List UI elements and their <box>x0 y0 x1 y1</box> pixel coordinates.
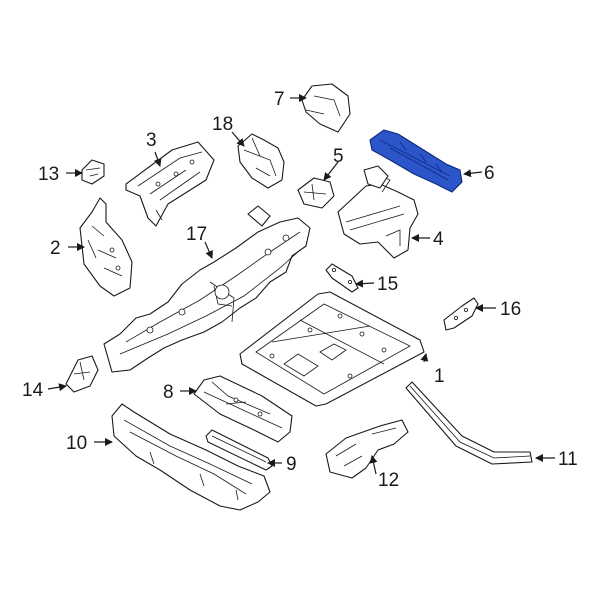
part-6-highlighted-member[interactable] <box>369 129 463 193</box>
callout-6: 6 <box>484 163 495 184</box>
leader-lines <box>47 94 555 475</box>
part-17-front-frame[interactable] <box>103 205 311 373</box>
part-11-tube[interactable] <box>405 381 533 465</box>
part-10-dash-panel[interactable] <box>111 403 271 511</box>
callout-9: 9 <box>286 454 297 475</box>
callout-8: 8 <box>163 382 174 403</box>
callout-1: 1 <box>434 366 445 387</box>
part-15-strap[interactable] <box>325 263 359 293</box>
callout-13: 13 <box>38 164 59 185</box>
callout-3: 3 <box>146 130 157 151</box>
callout-18: 18 <box>212 114 233 135</box>
part-16-bracket[interactable] <box>443 297 479 331</box>
callout-7: 7 <box>274 89 285 110</box>
part-7-bracket[interactable] <box>301 83 351 133</box>
callout-12: 12 <box>378 470 399 491</box>
part-14-bracket[interactable] <box>65 355 99 393</box>
callout-10: 10 <box>66 433 87 454</box>
callout-4: 4 <box>433 229 444 250</box>
part-3-side-member[interactable] <box>125 141 215 227</box>
callout-15: 15 <box>377 274 398 295</box>
part-2-panel[interactable] <box>79 197 133 297</box>
callout-14: 14 <box>22 380 44 401</box>
part-5-bracket[interactable] <box>297 177 335 209</box>
callout-11: 11 <box>558 449 578 470</box>
part-4-rear-member[interactable] <box>337 165 419 259</box>
part-12-bracket[interactable] <box>325 419 409 479</box>
callout-17: 17 <box>186 224 207 245</box>
callout-labels: 1 2 3 4 5 6 7 8 9 10 11 12 13 14 15 16 1… <box>22 89 578 491</box>
callout-5: 5 <box>333 146 344 167</box>
part-8-crossmember[interactable] <box>193 375 293 443</box>
callout-16: 16 <box>500 299 521 320</box>
part-18-bracket[interactable] <box>237 133 285 189</box>
part-1-floor-panel[interactable] <box>239 291 425 407</box>
callout-2: 2 <box>50 238 61 259</box>
part-13-bracket[interactable] <box>81 159 105 185</box>
